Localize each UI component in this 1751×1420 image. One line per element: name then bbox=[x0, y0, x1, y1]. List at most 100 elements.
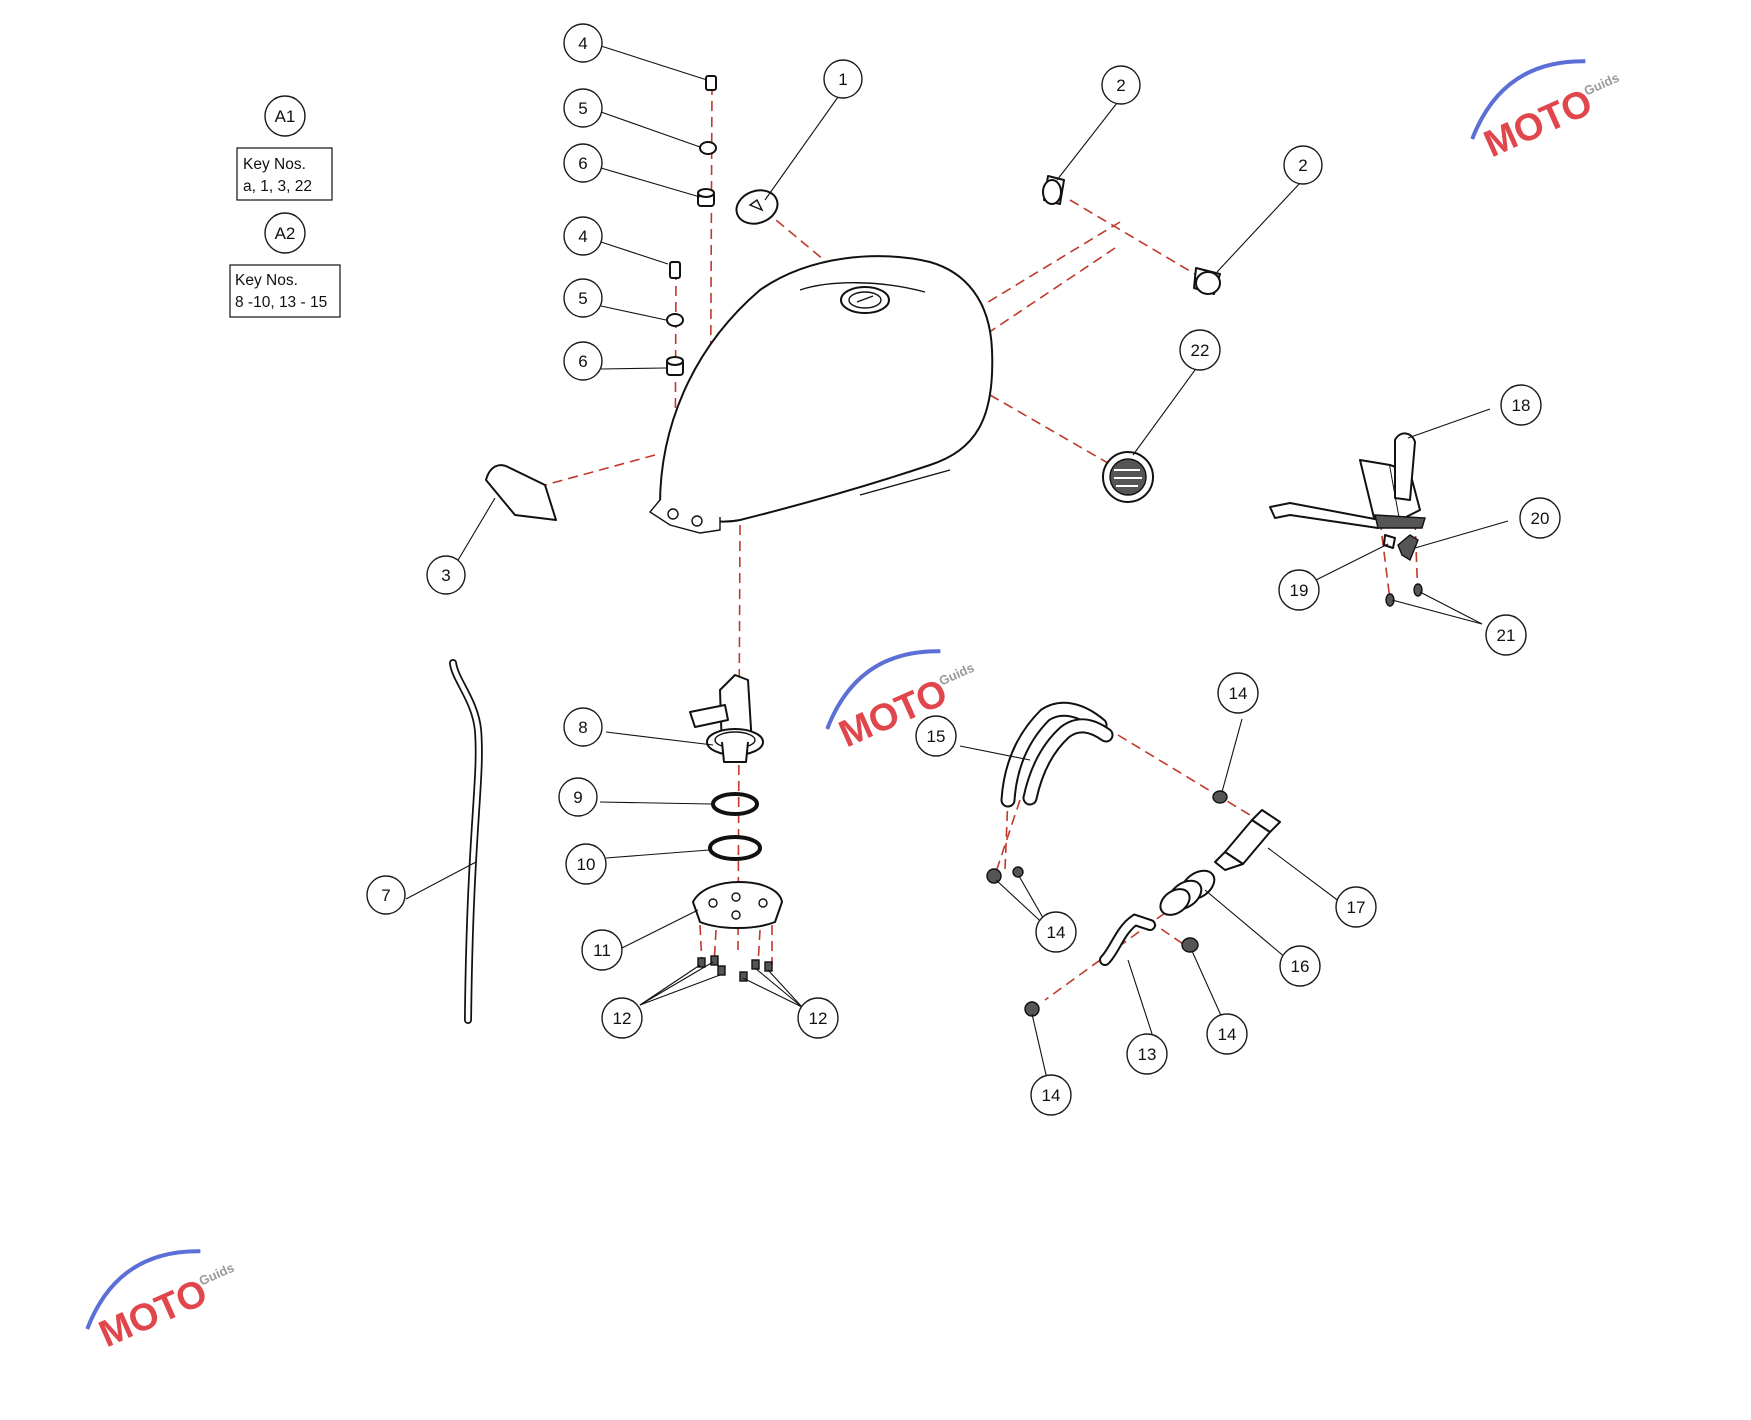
assembly-a2-label: A2 bbox=[264, 212, 306, 254]
svg-text:MOTO: MOTO bbox=[93, 1272, 214, 1356]
svg-text:8: 8 bbox=[578, 718, 587, 737]
callout-8: 8 bbox=[563, 707, 603, 747]
fastener-stack-lower bbox=[666, 261, 684, 376]
svg-text:A2: A2 bbox=[275, 224, 296, 243]
svg-text:4: 4 bbox=[578, 227, 587, 246]
svg-text:6: 6 bbox=[578, 352, 587, 371]
svg-text:15: 15 bbox=[927, 727, 946, 746]
svg-text:A1: A1 bbox=[275, 107, 296, 126]
part-10-o-ring bbox=[708, 835, 762, 861]
callout-20: 20 bbox=[1519, 497, 1561, 539]
watermark-bottom-left: MOTO Guids bbox=[85, 1249, 237, 1356]
part-12-screws bbox=[697, 955, 773, 982]
leader-lines bbox=[405, 45, 1509, 1093]
svg-text:12: 12 bbox=[809, 1009, 828, 1028]
svg-text:2: 2 bbox=[1298, 156, 1307, 175]
svg-text:1: 1 bbox=[838, 70, 847, 89]
callout-3: 3 bbox=[426, 555, 466, 595]
svg-text:3: 3 bbox=[441, 566, 450, 585]
svg-text:6: 6 bbox=[578, 154, 587, 173]
callout-13: 13 bbox=[1126, 1033, 1168, 1075]
part-8-fuel-pump bbox=[689, 674, 764, 763]
svg-text:MOTO: MOTO bbox=[1478, 82, 1599, 166]
svg-text:16: 16 bbox=[1291, 957, 1310, 976]
svg-text:13: 13 bbox=[1138, 1045, 1157, 1064]
svg-text:Guids: Guids bbox=[937, 660, 977, 689]
callout-19: 19 bbox=[1278, 569, 1320, 611]
callout-12-left: 12 bbox=[601, 997, 643, 1039]
assembly-a2-key-box: Key Nos. 8 -10, 13 - 15 bbox=[229, 264, 341, 318]
callout-5-lower: 5 bbox=[563, 278, 603, 318]
svg-text:17: 17 bbox=[1347, 898, 1366, 917]
svg-text:a, 1, 3, 22: a, 1, 3, 22 bbox=[243, 178, 312, 195]
callout-15: 15 bbox=[915, 715, 957, 757]
callout-6-lower: 6 bbox=[563, 341, 603, 381]
callout-1: 1 bbox=[823, 59, 863, 99]
callout-9: 9 bbox=[558, 777, 598, 817]
svg-text:Guids: Guids bbox=[197, 1260, 237, 1289]
part-7-breather-tube bbox=[449, 659, 483, 1024]
callout-10: 10 bbox=[565, 843, 607, 885]
svg-text:Key Nos.: Key Nos. bbox=[235, 272, 298, 289]
callout-14-right: 14 bbox=[1206, 1013, 1248, 1055]
part-19-20-21-small-fittings bbox=[1383, 534, 1423, 607]
part-14-clamps bbox=[986, 790, 1228, 1017]
svg-text:5: 5 bbox=[578, 99, 587, 118]
callout-16: 16 bbox=[1279, 945, 1321, 987]
svg-text:11: 11 bbox=[593, 941, 611, 960]
svg-text:8 -10, 13 - 15: 8 -10, 13 - 15 bbox=[235, 294, 327, 311]
watermark-top-right: MOTO Guids bbox=[1470, 59, 1622, 166]
svg-text:18: 18 bbox=[1512, 396, 1531, 415]
watermark-center: MOTO Guids bbox=[825, 649, 977, 756]
part-11-retainer-plate bbox=[692, 881, 783, 929]
callout-12-right: 12 bbox=[797, 997, 839, 1039]
part-16-grommet bbox=[1159, 869, 1216, 916]
part-22-tank-badge bbox=[1102, 451, 1154, 503]
callout-2-lower: 2 bbox=[1283, 145, 1323, 185]
part-2-bumper-upper bbox=[1042, 175, 1065, 205]
svg-text:4: 4 bbox=[578, 34, 587, 53]
callout-18: 18 bbox=[1500, 384, 1542, 426]
svg-text:14: 14 bbox=[1218, 1025, 1237, 1044]
svg-text:9: 9 bbox=[573, 788, 582, 807]
callout-17: 17 bbox=[1335, 886, 1377, 928]
svg-text:14: 14 bbox=[1042, 1086, 1061, 1105]
svg-text:20: 20 bbox=[1531, 509, 1550, 528]
svg-text:10: 10 bbox=[577, 855, 596, 874]
callout-14-top: 14 bbox=[1217, 672, 1259, 714]
callout-4-lower: 4 bbox=[563, 216, 603, 256]
svg-text:14: 14 bbox=[1047, 923, 1066, 942]
svg-text:19: 19 bbox=[1290, 581, 1309, 600]
callout-6-upper: 6 bbox=[563, 143, 603, 183]
callout-21: 21 bbox=[1485, 614, 1527, 656]
callout-5-upper: 5 bbox=[563, 88, 603, 128]
assembly-a1-key-box: Key Nos. a, 1, 3, 22 bbox=[236, 147, 333, 201]
svg-text:Guids: Guids bbox=[1582, 70, 1622, 99]
fuel-tank bbox=[648, 255, 994, 534]
callout-22: 22 bbox=[1179, 329, 1221, 371]
callout-7: 7 bbox=[366, 875, 406, 915]
assembly-a1-label: A1 bbox=[264, 95, 306, 137]
svg-text:22: 22 bbox=[1191, 341, 1210, 360]
part-3-side-panel bbox=[485, 464, 557, 521]
svg-text:5: 5 bbox=[578, 289, 587, 308]
part-1-cap-disc bbox=[735, 189, 779, 225]
svg-text:7: 7 bbox=[381, 886, 390, 905]
part-18-valve-bracket bbox=[1269, 432, 1426, 529]
callout-14-bottom: 14 bbox=[1030, 1074, 1072, 1116]
svg-text:14: 14 bbox=[1229, 684, 1248, 703]
svg-text:2: 2 bbox=[1116, 76, 1125, 95]
part-9-o-ring bbox=[711, 792, 759, 816]
callout-4-upper: 4 bbox=[563, 23, 603, 63]
callout-2-upper: 2 bbox=[1101, 65, 1141, 105]
part-17-fuel-filter bbox=[1214, 809, 1281, 871]
part-2-bumper-lower bbox=[1193, 267, 1221, 295]
part-15-hose-assembly bbox=[1000, 701, 1114, 808]
svg-text:21: 21 bbox=[1497, 626, 1516, 645]
callout-14-left: 14 bbox=[1035, 911, 1077, 953]
fastener-stack-upper bbox=[697, 75, 717, 207]
part-13-hose bbox=[1099, 913, 1156, 966]
svg-text:12: 12 bbox=[613, 1009, 632, 1028]
svg-text:Key Nos.: Key Nos. bbox=[243, 156, 306, 173]
